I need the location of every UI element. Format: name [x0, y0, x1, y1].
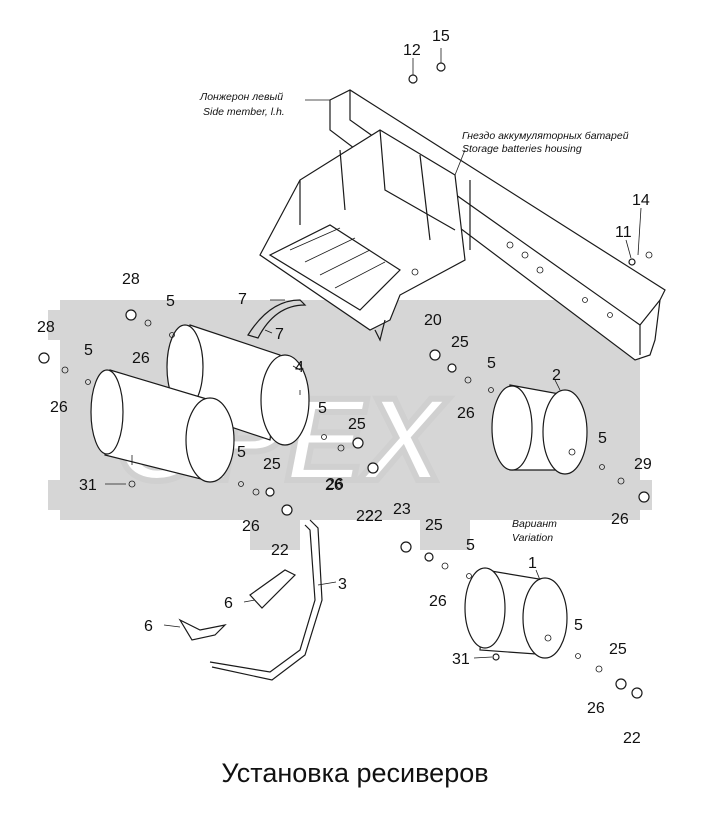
callout: 5 — [166, 293, 175, 310]
callout: 12 — [403, 42, 421, 59]
callout: 5 — [598, 430, 607, 447]
callout: 5 — [466, 537, 475, 554]
note-battery-ru: Гнездо аккумуляторных батарей — [462, 130, 629, 142]
callouts: 12 15 14 11 28 5 26 7 7 28 5 26 4 20 25 … — [37, 28, 652, 747]
callout: 3 — [338, 576, 347, 593]
note-battery-en: Storage batteries housing — [462, 143, 582, 155]
note-variation-ru: Вариант — [512, 518, 557, 530]
callout: 7 — [238, 291, 247, 308]
callout: 25 — [425, 517, 443, 534]
callout: 22 — [356, 508, 374, 525]
callout: 28 — [122, 271, 140, 288]
receiver-2 — [491, 384, 588, 475]
callout: 26 — [429, 593, 447, 610]
callout: 20 — [424, 312, 442, 329]
callout: 25 — [263, 456, 281, 473]
callout: 11 — [615, 224, 632, 241]
callout: 26 — [50, 399, 68, 416]
callout: 31 — [452, 651, 470, 668]
callout: 25 — [348, 416, 366, 433]
callout: 5 — [487, 355, 496, 372]
callout: 22 — [623, 730, 641, 747]
callout: 7 — [275, 326, 284, 343]
callout: 28 — [37, 319, 55, 336]
note-side-member-ru: Лонжерон левый — [199, 91, 283, 103]
callout: 2 — [552, 367, 561, 384]
receiver-left — [90, 369, 235, 483]
callout: 25 — [451, 334, 469, 351]
receiver-1 — [464, 567, 568, 659]
callout: 6 — [144, 618, 153, 635]
callout: 26 — [242, 518, 260, 535]
callout: 6 — [224, 595, 233, 612]
callout: 23 — [393, 501, 411, 518]
bracket-7 — [247, 299, 307, 339]
callout: 15 — [432, 28, 450, 45]
callout: 1 — [528, 555, 537, 572]
callout: 5 — [237, 444, 246, 461]
callout: 26 — [326, 476, 344, 493]
callout: 14 — [632, 192, 650, 209]
callout: 22 — [365, 508, 383, 525]
leader-lines — [105, 48, 642, 659]
callout: 26 — [132, 350, 150, 367]
fittings — [38, 62, 653, 699]
callout: 22 — [271, 542, 289, 559]
note-variation-en: Variation — [512, 532, 553, 544]
strap-3 — [209, 519, 323, 681]
battery-housing — [259, 129, 466, 342]
callout: 4 — [295, 359, 304, 376]
callout: 31 — [79, 477, 97, 494]
callout: 26 — [611, 511, 629, 528]
callout: 26 — [325, 477, 343, 494]
callout: 5 — [574, 617, 583, 634]
page-title: Установка ресиверов — [221, 758, 489, 788]
pad-6 — [178, 569, 297, 641]
callout: 29 — [634, 456, 652, 473]
callout: 5 — [84, 342, 93, 359]
callout: 26 — [457, 405, 475, 422]
note-side-member-en: Side member, l.h. — [203, 106, 285, 118]
callout: 5 — [318, 400, 327, 417]
callout: 26 — [587, 700, 605, 717]
callout: 25 — [609, 641, 627, 658]
